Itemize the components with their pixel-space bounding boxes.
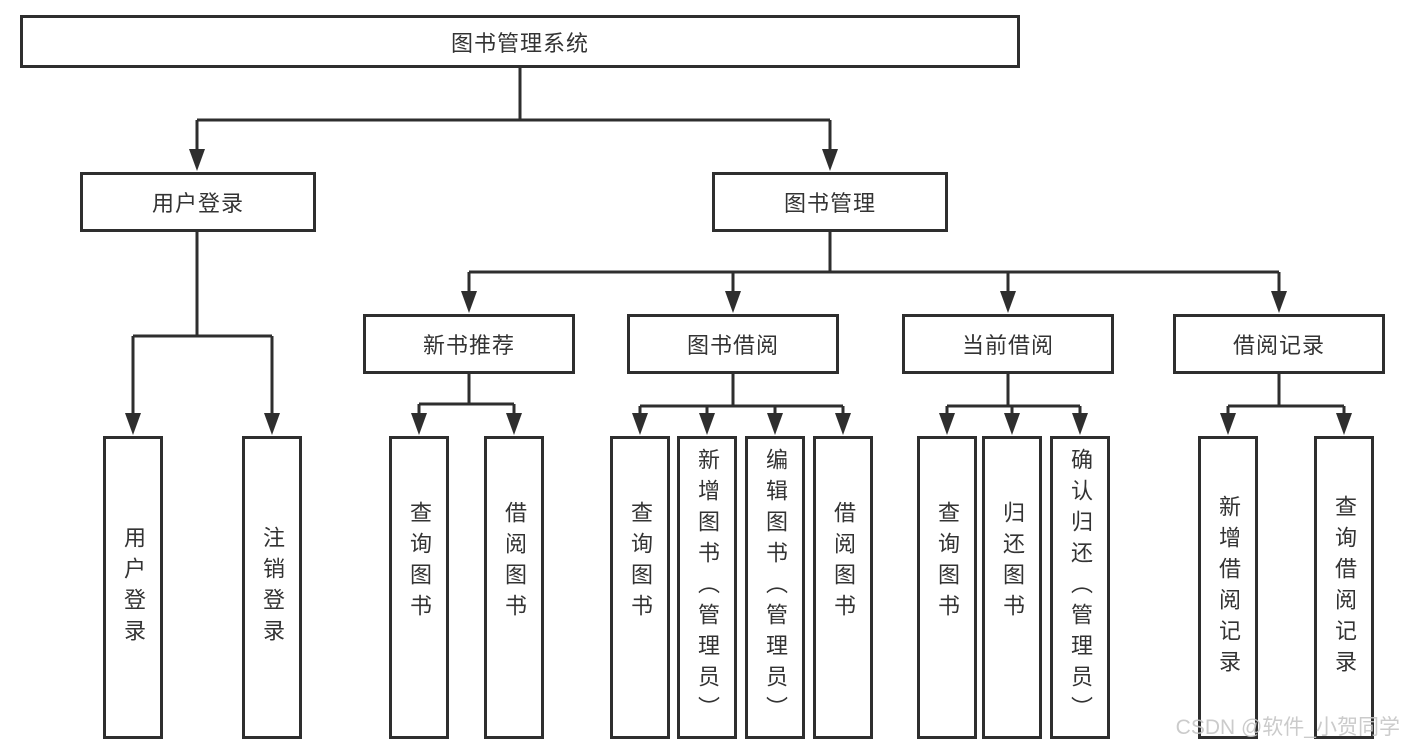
leaf-label: 新增图书（管理员）: [695, 448, 720, 727]
node-label: 用户登录: [151, 191, 244, 216]
leaf-edit-books-admin: 编辑图书（管理员）: [745, 436, 805, 739]
leaf-label: 注销登录: [260, 525, 285, 650]
node-label: 图书管理: [783, 191, 876, 216]
leaf-label: 查询图书: [407, 500, 432, 625]
leaf-label: 归还图书: [1000, 500, 1025, 625]
node-book-borrowing: 图书借阅: [627, 314, 839, 374]
leaf-query-books-recommend: 查询图书: [389, 436, 449, 739]
leaf-label: 用户登录: [121, 525, 146, 650]
leaf-label: 查询图书: [935, 500, 960, 625]
node-label: 借阅记录: [1232, 333, 1325, 358]
leaf-label: 确认归还（管理员）: [1068, 448, 1093, 727]
node-label: 新书推荐: [422, 333, 515, 358]
connector-user-login-to-leaves: [125, 230, 280, 435]
leaf-add-borrow-record: 新增借阅记录: [1198, 436, 1258, 739]
node-new-book-recommend: 新书推荐: [363, 314, 575, 374]
node-current-borrowing: 当前借阅: [902, 314, 1114, 374]
leaf-logout: 注销登录: [242, 436, 302, 739]
leaf-query-books-current: 查询图书: [917, 436, 977, 739]
leaf-user-login: 用户登录: [103, 436, 163, 739]
node-user-login: 用户登录: [80, 172, 316, 232]
leaf-return-books: 归还图书: [982, 436, 1042, 739]
leaf-confirm-return-admin: 确认归还（管理员）: [1050, 436, 1110, 739]
connector-root-to-level2: [189, 66, 838, 171]
node-label: 图书借阅: [686, 333, 779, 358]
leaf-add-books-admin: 新增图书（管理员）: [677, 436, 737, 739]
connector-current-borrowing-to-leaves: [939, 372, 1088, 435]
connector-book-management-to-level3: [461, 230, 1287, 313]
leaf-query-books-borrowing: 查询图书: [610, 436, 670, 739]
leaf-label: 借阅图书: [502, 500, 527, 625]
node-label: 图书管理系统: [450, 30, 589, 56]
leaf-borrow-books-recommend: 借阅图书: [484, 436, 544, 739]
connector-new-book-recommend-to-leaves: [411, 372, 522, 435]
csdn-watermark: CSDN @软件_小贺同学: [1175, 716, 1400, 739]
leaf-borrow-books-borrowing: 借阅图书: [813, 436, 873, 739]
leaf-label: 借阅图书: [831, 500, 856, 625]
connector-book-borrowing-to-leaves: [632, 372, 851, 435]
leaf-query-borrow-record: 查询借阅记录: [1314, 436, 1374, 739]
leaf-label: 新增借阅记录: [1216, 494, 1241, 681]
leaf-label: 查询图书: [628, 500, 653, 625]
node-book-management: 图书管理: [712, 172, 948, 232]
node-borrowing-records: 借阅记录: [1173, 314, 1385, 374]
leaf-label: 查询借阅记录: [1332, 494, 1357, 681]
connector-borrowing-records-to-leaves: [1220, 372, 1352, 435]
node-label: 当前借阅: [961, 333, 1054, 358]
leaf-label: 编辑图书（管理员）: [763, 448, 788, 727]
node-library-system-root: 图书管理系统: [20, 15, 1020, 68]
